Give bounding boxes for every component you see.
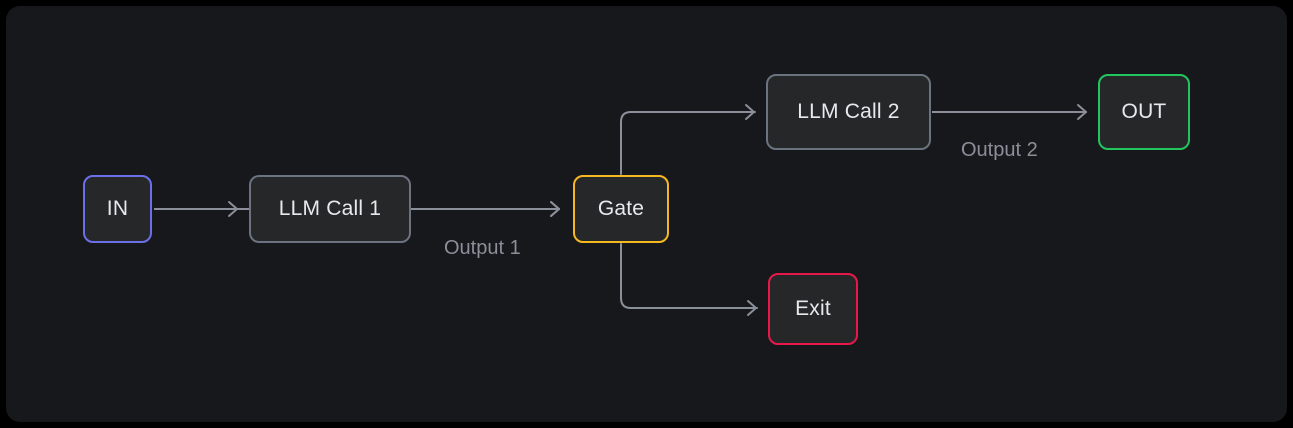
node-exit-label: Exit [795,297,831,320]
edge-in-arrow [154,201,238,217]
node-in-label: IN [106,197,129,220]
edge-gate-to-llm2 [620,104,756,175]
edge-label-output-1: Output 1 [444,237,521,259]
node-in[interactable]: IN [83,175,152,243]
node-llm-call-1-label: LLM Call 1 [278,197,382,220]
node-llm-call-1[interactable]: LLM Call 1 [249,175,411,243]
node-out[interactable]: OUT [1098,74,1190,150]
edge-gate-to-exit [620,243,758,316]
node-exit[interactable]: Exit [768,273,858,345]
edge-llm2-to-out [932,104,1087,120]
edge-label-output-2: Output 2 [961,139,1038,161]
edge-llm1-to-gate [412,201,560,217]
node-gate-label: Gate [597,197,645,220]
node-gate[interactable]: Gate [573,175,669,243]
node-llm-call-2[interactable]: LLM Call 2 [766,74,931,150]
node-out-label: OUT [1121,100,1167,123]
node-llm-call-2-label: LLM Call 2 [797,100,900,123]
